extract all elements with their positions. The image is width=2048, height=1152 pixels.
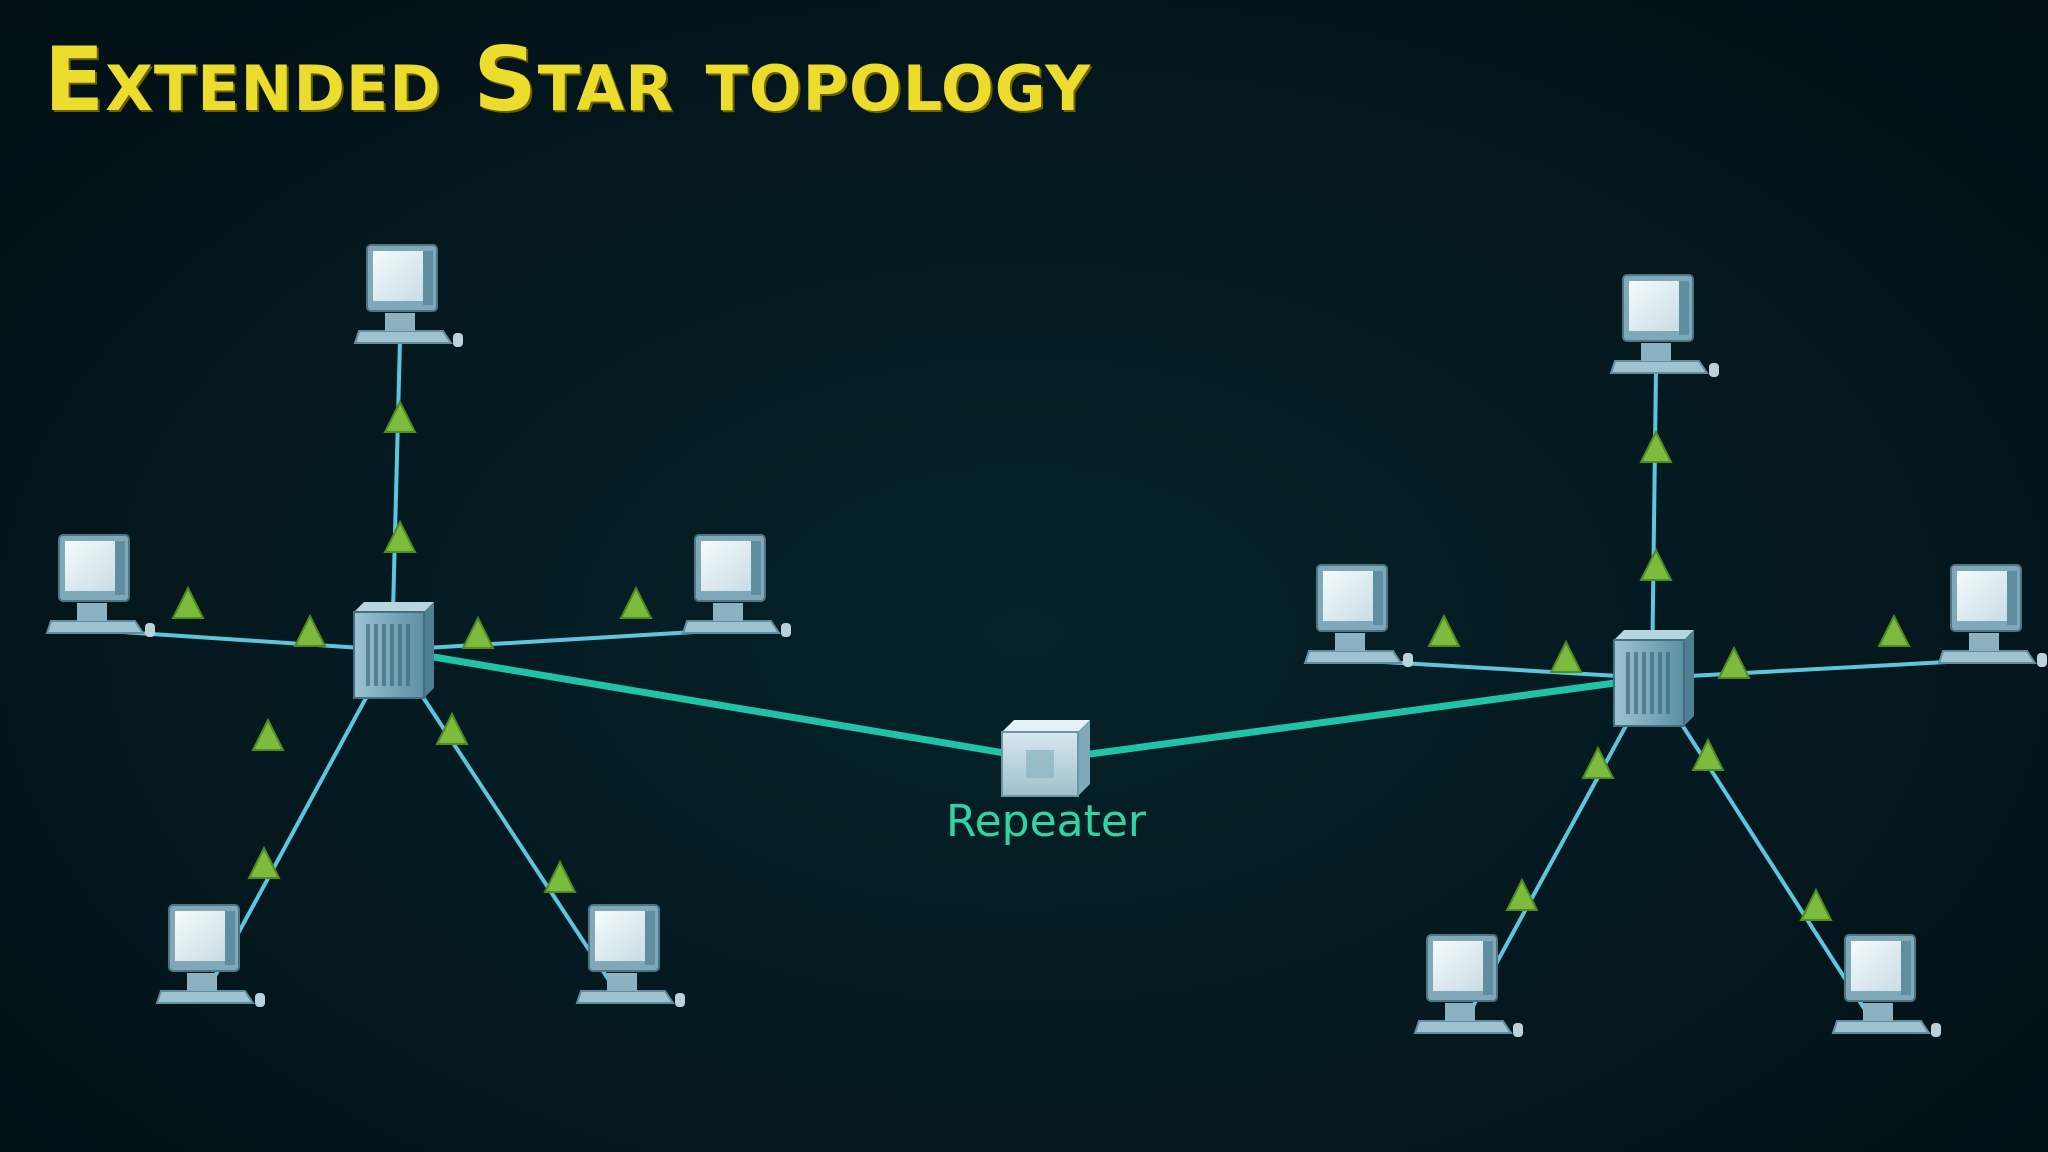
triangle-signal-icon xyxy=(435,711,469,745)
triangle-signal-icon xyxy=(293,613,327,647)
triangle-signal-icon xyxy=(383,519,417,553)
repeater-icon[interactable] xyxy=(1001,720,1090,797)
triangle-signal-icon xyxy=(247,845,281,879)
triangle-signal-icon xyxy=(1691,737,1725,771)
backbone-link-right xyxy=(1042,674,1656,764)
computer-icon[interactable] xyxy=(1609,274,1719,377)
repeater-label: Repeater xyxy=(946,796,1147,847)
computer-icon[interactable] xyxy=(1937,564,2047,667)
network-devices xyxy=(45,244,2047,1037)
triangle-signal-icon xyxy=(1549,639,1583,673)
computer-icon[interactable] xyxy=(353,244,463,347)
signal-markers xyxy=(171,399,1911,921)
hub-icon[interactable] xyxy=(1613,630,1694,727)
computer-icon[interactable] xyxy=(575,904,685,1007)
computer-icon[interactable] xyxy=(681,534,791,637)
star-link xyxy=(390,648,624,1002)
star-link xyxy=(391,628,729,652)
backbone-link-left xyxy=(388,646,1050,764)
triangle-signal-icon xyxy=(543,859,577,893)
triangle-signal-icon xyxy=(1581,745,1615,779)
computer-icon[interactable] xyxy=(1831,934,1941,1037)
slide-title: Extended Star topology xyxy=(44,28,1092,131)
triangle-signal-icon xyxy=(383,399,417,433)
star-link xyxy=(1650,369,1658,679)
star-link xyxy=(1650,676,1880,1032)
computer-icon[interactable] xyxy=(1413,934,1523,1037)
triangle-signal-icon xyxy=(1427,613,1461,647)
triangle-signal-icon xyxy=(1639,547,1673,581)
computer-icon[interactable] xyxy=(45,534,155,637)
hub-icon[interactable] xyxy=(353,602,434,699)
triangle-signal-icon xyxy=(1877,613,1911,647)
triangle-signal-icon xyxy=(1505,877,1539,911)
star-link xyxy=(1651,658,1985,680)
triangle-signal-icon xyxy=(619,585,653,619)
computer-icon[interactable] xyxy=(155,904,265,1007)
star-link xyxy=(390,339,402,651)
computer-icon[interactable] xyxy=(1303,564,1413,667)
backbone-links xyxy=(388,646,1656,764)
triangle-signal-icon xyxy=(171,585,205,619)
triangle-signal-icon xyxy=(461,615,495,649)
triangle-signal-icon xyxy=(251,717,285,751)
triangle-signal-icon xyxy=(1717,645,1751,679)
triangle-signal-icon xyxy=(1639,429,1673,463)
triangle-signal-icon xyxy=(1799,887,1833,921)
